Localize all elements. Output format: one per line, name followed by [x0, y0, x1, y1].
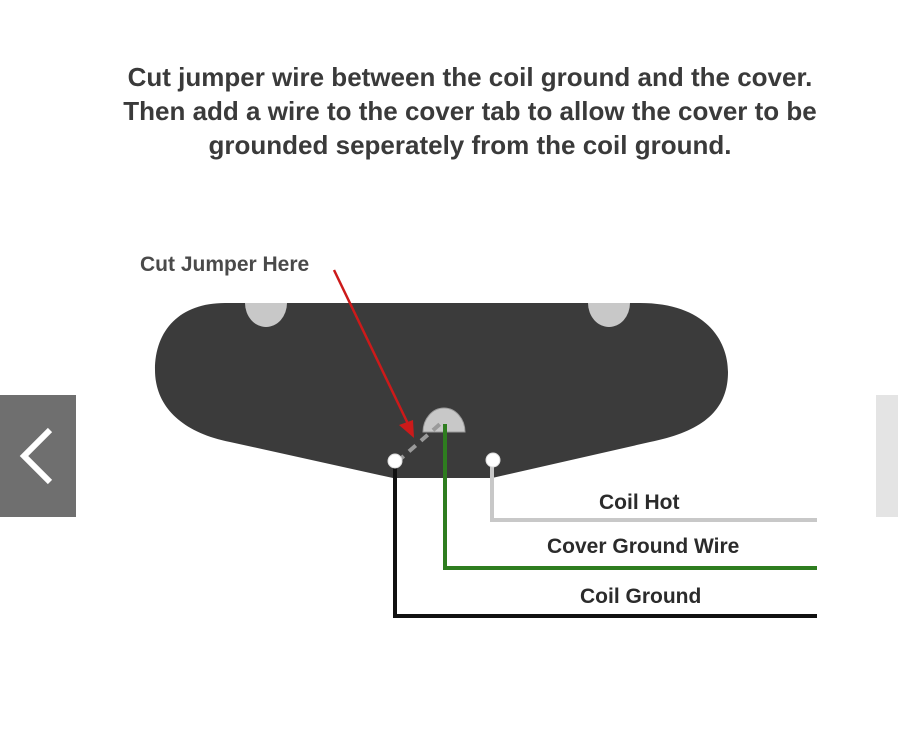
pickup-body — [155, 303, 728, 478]
coil-hot-wire — [490, 462, 817, 522]
coil-ground-wire — [393, 462, 817, 618]
heading-line-1: Cut jumper wire between the coil ground … — [127, 62, 813, 92]
heading-line-2: Then add a wire to the cover tab to allo… — [123, 96, 817, 126]
coil-ground-label: Coil Ground — [580, 585, 702, 608]
coil-hot-label: Coil Hot — [599, 491, 680, 514]
cut-jumper-label: Cut Jumper Here — [140, 253, 310, 276]
cut-jumper-arrow — [332, 269, 412, 429]
chevron-left-icon — [19, 427, 53, 485]
coil-hot-terminal — [485, 452, 501, 468]
cover-ground-wire — [443, 424, 817, 570]
cover-tab — [422, 407, 466, 433]
next-button[interactable] — [876, 395, 898, 517]
heading-line-3: grounded seperately from the coil ground… — [208, 130, 732, 160]
mount-hole-right — [588, 303, 630, 327]
coil-ground-terminal — [387, 453, 403, 469]
arrow-head — [399, 420, 414, 438]
instruction-heading: Cut jumper wire between the coil ground … — [60, 60, 880, 162]
cover-ground-label: Cover Ground Wire — [547, 535, 740, 558]
previous-button[interactable] — [0, 395, 76, 517]
mount-hole-left — [245, 303, 287, 327]
